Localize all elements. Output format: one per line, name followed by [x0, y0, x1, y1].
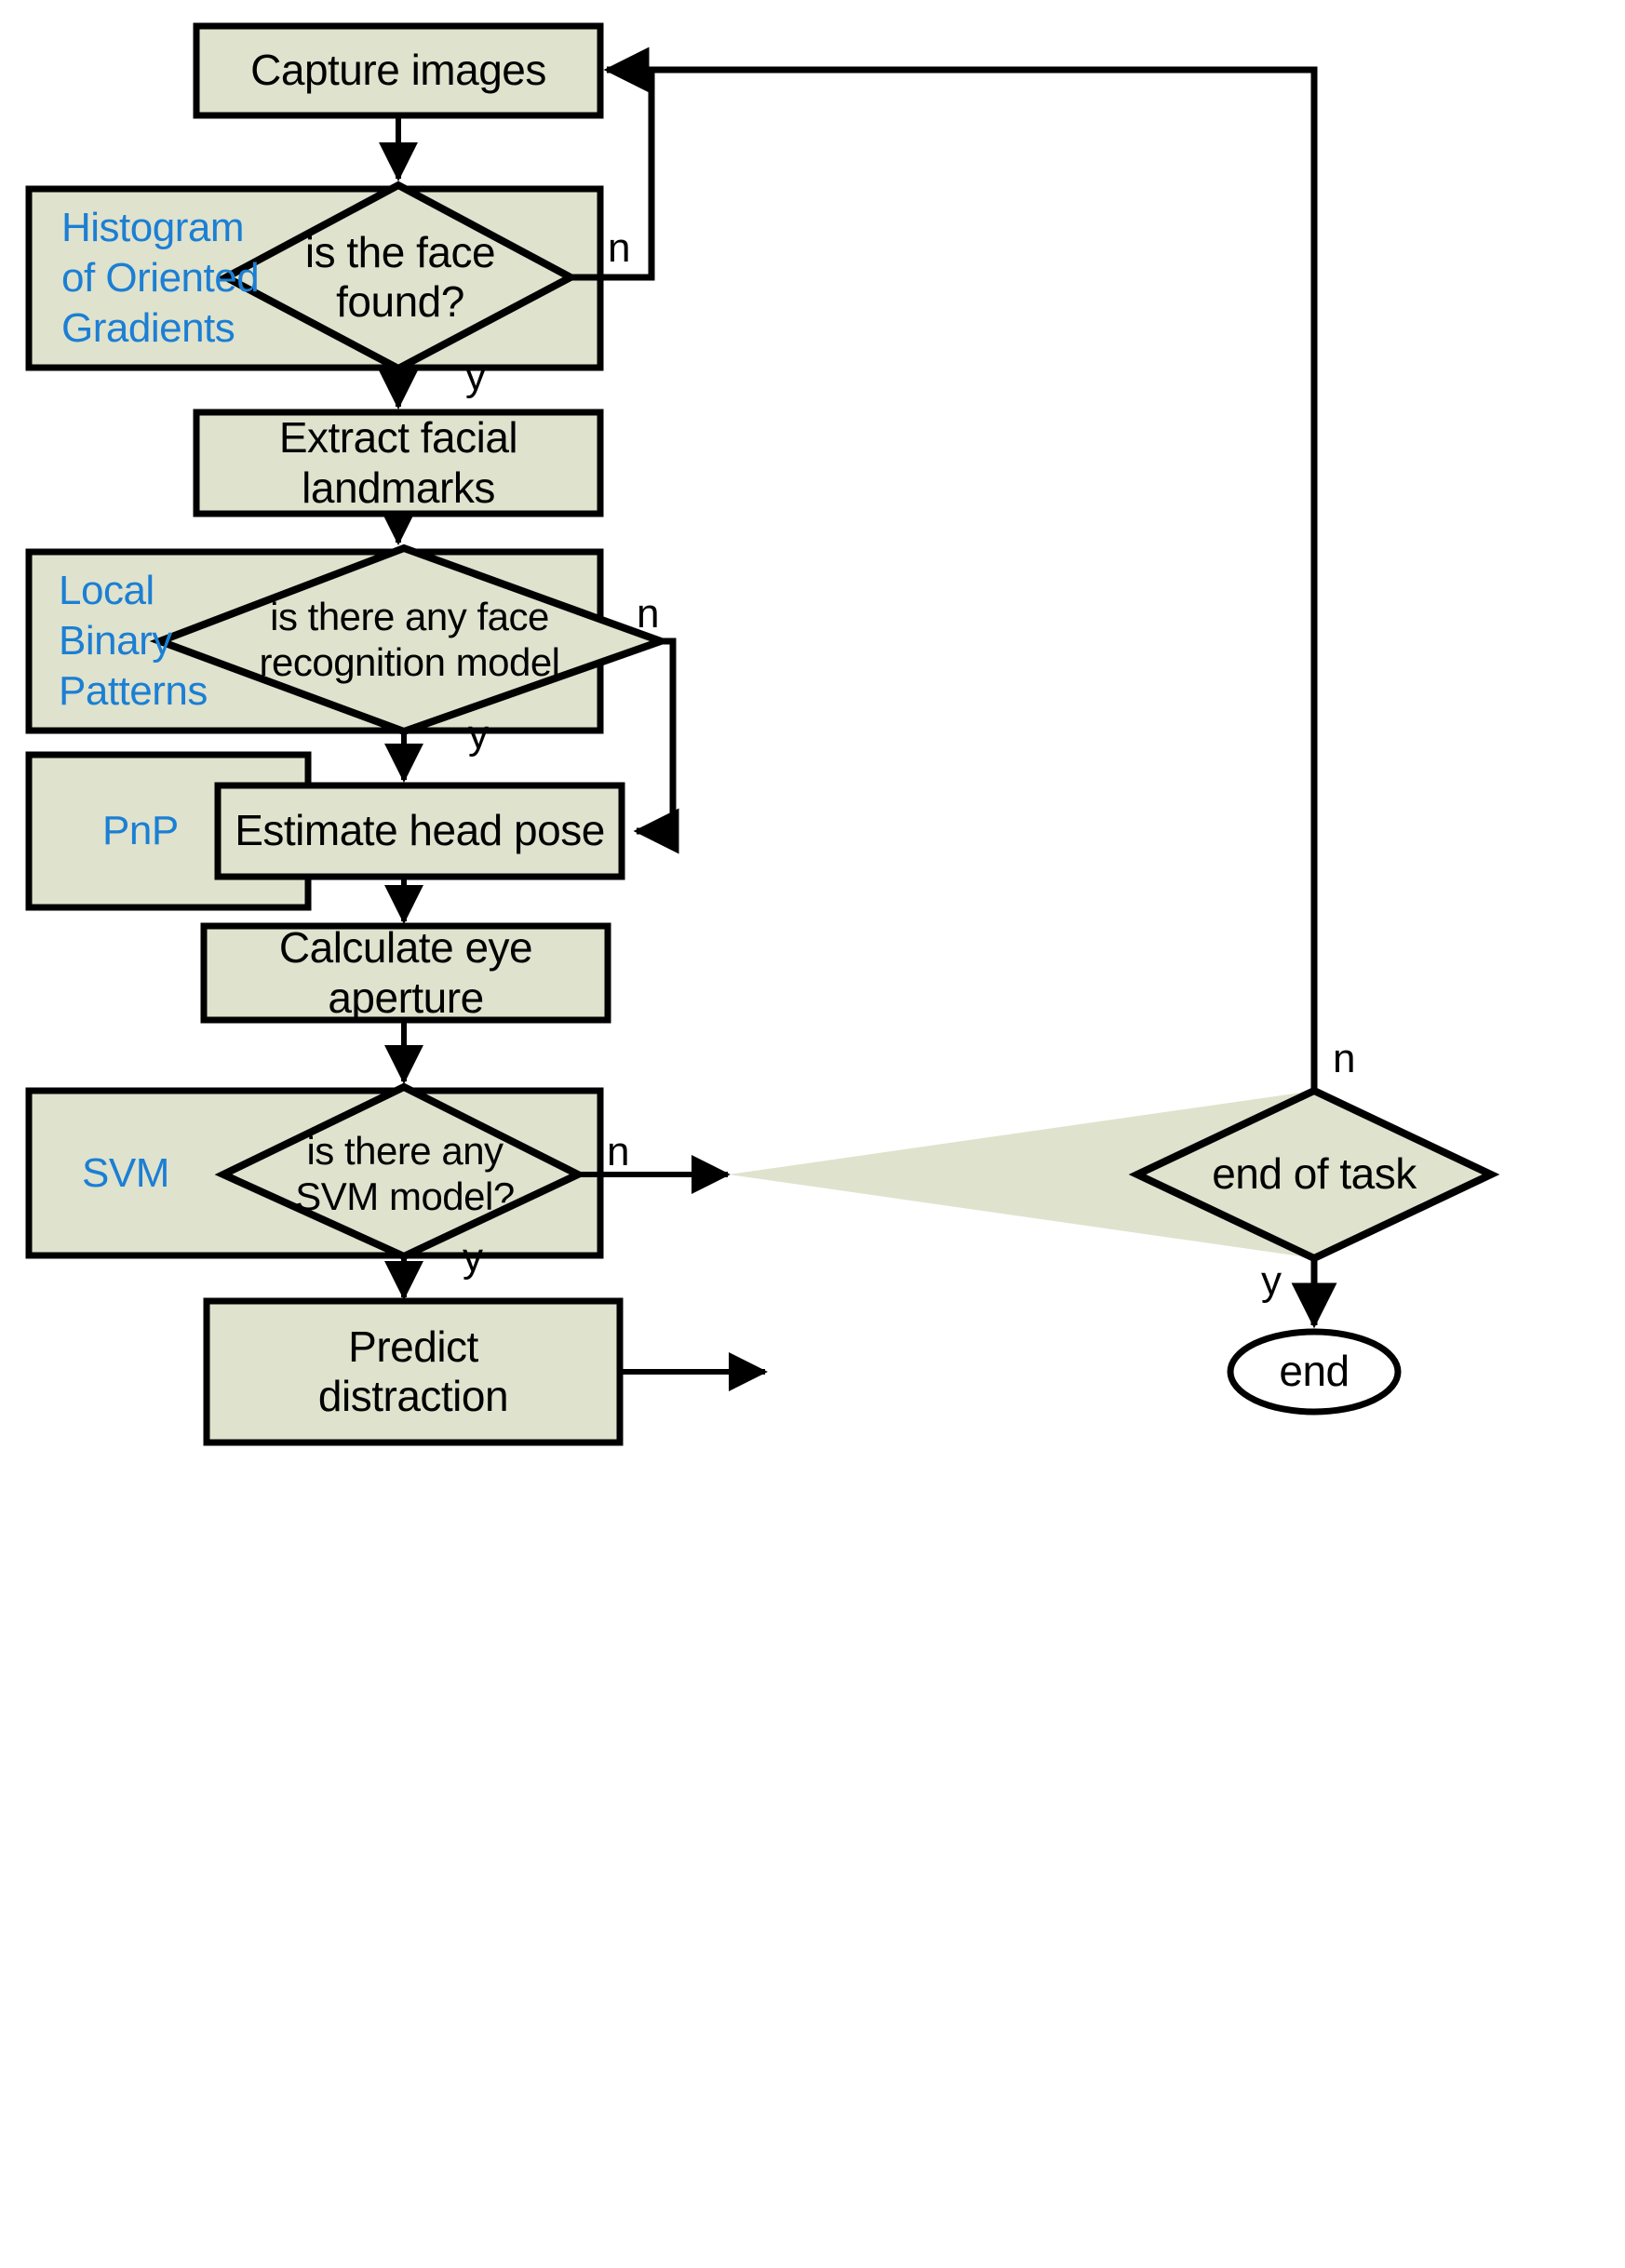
node-predict-distraction[interactable] [203, 1297, 624, 1446]
node-capture-images[interactable] [193, 22, 604, 119]
node-is-face-found[interactable] [218, 181, 579, 373]
edge-endoftask-no-to-capture [607, 66, 1318, 1091]
node-estimate-head-pose[interactable] [214, 782, 625, 880]
node-calculate-eye-aperture[interactable] [200, 922, 611, 1024]
node-end-of-task-shape[interactable] [1128, 1086, 1500, 1263]
edge-recognition-no-to-headpose [633, 637, 679, 854]
node-end-terminator[interactable] [1227, 1328, 1402, 1416]
node-is-svm-model[interactable] [214, 1082, 587, 1261]
node-extract-facial-landmarks[interactable] [193, 409, 604, 517]
node-is-face-recognition-model[interactable] [149, 544, 672, 736]
